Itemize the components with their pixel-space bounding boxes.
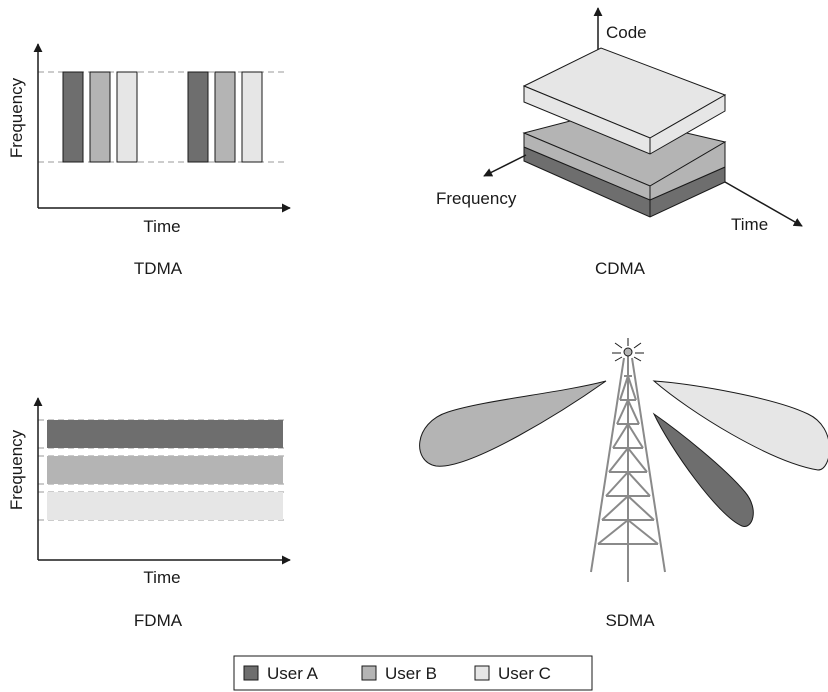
legend-swatch-user-a (243, 665, 259, 681)
legend: User A User B User C (233, 655, 593, 691)
signal-rays-icon (612, 338, 644, 362)
sdma-beam-user-a (652, 412, 754, 527)
sdma-title: SDMA (605, 611, 655, 630)
tdma-slot-user-c (116, 71, 138, 163)
fdma-title: FDMA (134, 611, 183, 630)
sdma-beam-user-c (652, 380, 828, 471)
cdma-time-axis (724, 181, 803, 227)
legend-label-user-c: User C (498, 664, 551, 683)
fdma-x-axis-label: Time (143, 568, 180, 587)
cdma-frequency-label: Frequency (436, 189, 517, 208)
cdma-title: CDMA (595, 259, 646, 278)
tdma-x-axis-label: Time (143, 217, 180, 236)
tdma-slot-user-a (187, 71, 209, 163)
cdma-slab-user-c (522, 47, 727, 155)
fdma-band-user-c (47, 492, 283, 520)
tdma-slot-user-a (62, 71, 84, 163)
fdma-panel: Frequency Time FDMA (7, 397, 291, 630)
sdma-beam-user-b (419, 380, 607, 467)
fdma-y-axis-label: Frequency (7, 429, 26, 510)
cdma-panel: Code Frequency Time CDMA (436, 7, 803, 278)
tdma-slot-user-c (241, 71, 263, 163)
fdma-band-user-a (47, 420, 283, 448)
antenna-tip-icon (623, 347, 633, 357)
tdma-title: TDMA (134, 259, 183, 278)
legend-swatch-user-b (361, 665, 377, 681)
fdma-band-user-b (47, 456, 283, 484)
tdma-slot-user-b (89, 71, 111, 163)
legend-label-user-a: User A (267, 664, 319, 683)
cdma-time-label: Time (731, 215, 768, 234)
sdma-panel: SDMA (419, 338, 828, 630)
cdma-frequency-axis (483, 154, 527, 177)
legend-swatch-user-c (474, 665, 490, 681)
antenna-tower-icon (590, 356, 666, 582)
legend-label-user-b: User B (385, 664, 437, 683)
tdma-y-axis-label: Frequency (7, 77, 26, 158)
cdma-code-label: Code (606, 23, 647, 42)
tdma-panel: Frequency Time TDMA (7, 43, 291, 278)
tdma-slot-user-b (214, 71, 236, 163)
legend-frame (233, 655, 593, 691)
